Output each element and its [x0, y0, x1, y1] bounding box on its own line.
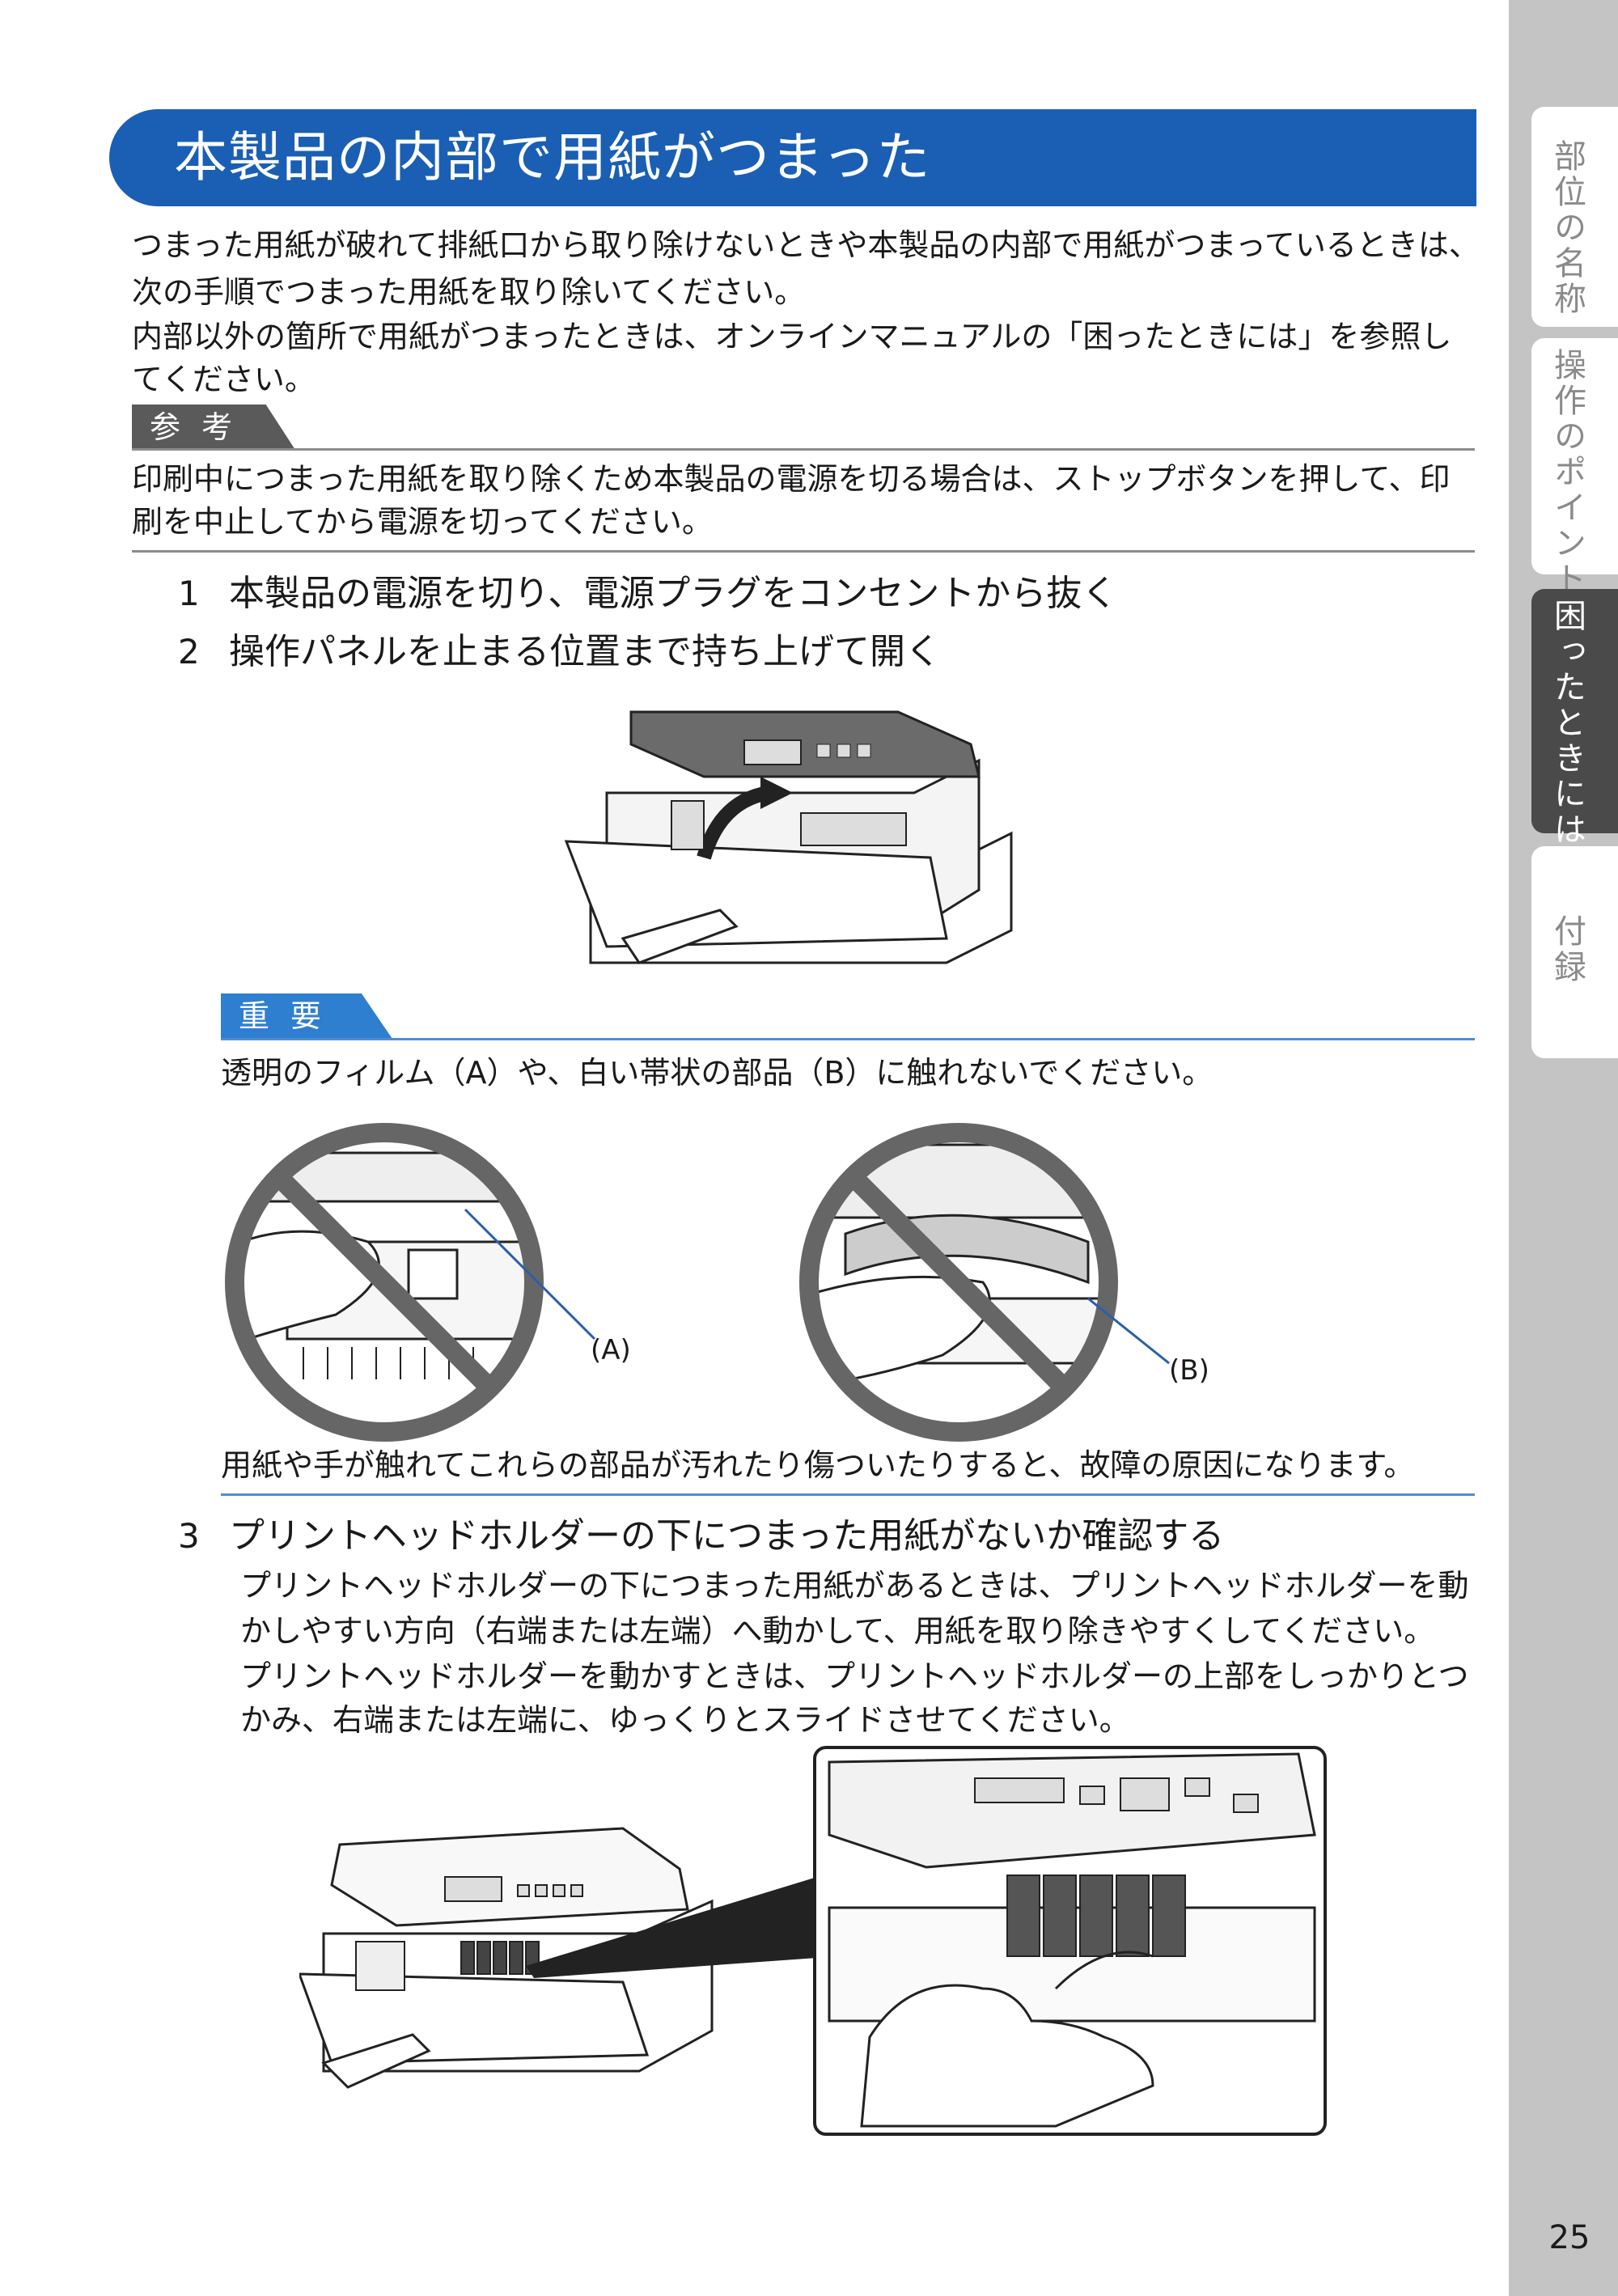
important-tag: 重要	[221, 993, 392, 1039]
sidebar-tab-troubleshooting[interactable]	[1531, 589, 1618, 833]
sidebar-tab-appendix[interactable]	[1531, 846, 1618, 1058]
sidebar-tab-troubleshooting-label: 困ったときには	[1548, 599, 1586, 848]
zoom-wedge	[526, 1877, 817, 1978]
note-line-2: 刷を中止してから電源を切ってください。	[132, 504, 713, 540]
sidebar-tab-operation[interactable]	[1531, 338, 1618, 574]
prohibit-illustration-a	[225, 1123, 596, 1442]
head-holder-closeup-illustration	[813, 1746, 1327, 2136]
important-rule-top	[221, 1038, 1475, 1040]
label-b: (B)	[1169, 1354, 1209, 1387]
title-banner	[109, 109, 1476, 206]
svg-text:(B): (B)	[1169, 1354, 1209, 1387]
sidebar-tab-parts[interactable]	[1531, 107, 1618, 327]
page-number: 25	[1548, 2219, 1590, 2256]
step-3-detail-1: プリントヘッドホルダーの下につまった用紙があるときは、プリントヘッドホルダーを動	[240, 1568, 1469, 1603]
important-text: 透明のフィルム（A）や、白い帯状の部品（B）に触れないでください。	[221, 1055, 1214, 1091]
important-rule-bottom	[221, 1493, 1475, 1496]
printer-open-panel-illustration	[564, 710, 1013, 964]
prohibit-ring-b	[799, 1123, 1118, 1442]
step-2-number: 2	[178, 632, 200, 671]
label-a: (A)	[591, 1334, 631, 1366]
important-footer: 用紙や手が触れてこれらの部品が汚れたり傷ついたりすると、故障の原因になります。	[221, 1447, 1415, 1483]
step-1-text: 本製品の電源を切り、電源プラグをコンセントから抜く	[229, 573, 1118, 614]
page-title: 本製品の内部で用紙がつまった	[174, 126, 931, 189]
prohibit-ring-a	[225, 1123, 544, 1442]
step-3-text: プリントヘッドホルダーの下につまった用紙がないか確認する	[229, 1515, 1225, 1557]
step-3-number: 3	[178, 1516, 200, 1556]
step-2-text: 操作パネルを止まる位置まで持ち上げて開く	[229, 631, 941, 672]
sidebar-tab-parts-label: 部位の名称	[1548, 139, 1586, 317]
sidebar-tab-operation-label: 操作のポイント	[1548, 348, 1586, 597]
intro-line-3: 内部以外の箇所で用紙がつまったときは、オンラインマニュアルの「困ったときには」を…	[132, 319, 1452, 354]
sidebar-tab-appendix-label: 付録	[1548, 914, 1586, 985]
step-3-detail-3: プリントヘッドホルダーを動かすときは、プリントヘッドホルダーの上部をしっかりとつ	[240, 1658, 1469, 1694]
intro-line-1: つまった用紙が破れて排紙口から取り除けないときや本製品の内部で用紙がつまっている…	[132, 227, 1480, 263]
step-1-number: 1	[178, 574, 200, 613]
note-rule-top	[132, 448, 1475, 451]
intro-line-4: てください。	[132, 362, 316, 397]
step-3-detail-4: かみ、右端または左端に、ゆっくりとスライドさせてください。	[240, 1702, 1130, 1738]
intro-line-2: 次の手順でつまった用紙を取り除いてください。	[132, 274, 806, 310]
svg-text:(A): (A)	[591, 1334, 631, 1366]
step-3-detail-2: かしやすい方向（右端または左端）へ動かして、用紙を取り除きやすくしてください。	[240, 1613, 1435, 1649]
note-line-1: 印刷中につまった用紙を取り除くため本製品の電源を切る場合は、ストップボタンを押し…	[132, 461, 1451, 497]
note-tag: 参考	[132, 405, 295, 450]
prohibit-illustration-b	[799, 1123, 1170, 1442]
note-rule-bottom	[132, 550, 1475, 553]
